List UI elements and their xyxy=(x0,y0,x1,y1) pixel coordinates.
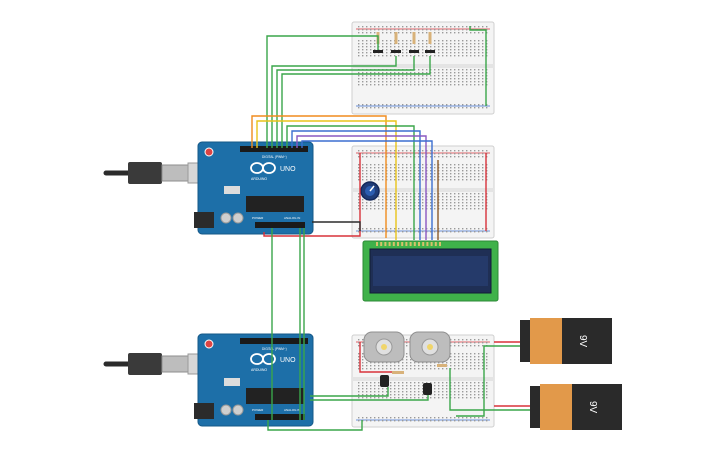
wires xyxy=(251,26,530,431)
wire-green-1 xyxy=(266,35,379,148)
wire-green-6 xyxy=(310,387,389,397)
wire-green-rail xyxy=(469,26,487,106)
wire-green-lcd xyxy=(286,125,415,240)
wire-green-5 xyxy=(267,420,363,431)
wire-green-batt-2 xyxy=(449,368,530,411)
lcd-16x2 xyxy=(362,240,499,302)
wire-green-2 xyxy=(271,56,397,148)
wire-green-4 xyxy=(281,56,431,148)
potentiometer[interactable] xyxy=(360,181,380,201)
arduino-uno-top: UNO ARDUINO DIGITAL (PWM~) POWER ANALOG … xyxy=(103,141,314,235)
wire-yellow xyxy=(256,120,397,240)
wire-green-7 xyxy=(310,395,429,401)
digital-text-bottom: DIGITAL (PWM~) xyxy=(262,347,287,351)
arduino-uno-bottom: UNO ARDUINO DIGITAL (PWM~) POWER ANALOG … xyxy=(103,333,314,427)
resistor-bottom xyxy=(392,364,447,374)
atmega-chip-top xyxy=(246,196,304,212)
uno-label-top: UNO xyxy=(280,166,296,173)
reset-button-bottom[interactable] xyxy=(204,339,214,349)
power-jack-bottom xyxy=(194,403,214,419)
battery-9v-bottom: 9V xyxy=(530,384,622,430)
analog-header-bottom xyxy=(255,414,305,420)
wire-blue xyxy=(291,130,421,240)
wire-red-1 xyxy=(263,153,361,237)
wire-red-rail-b xyxy=(359,342,392,373)
dc-motor-right xyxy=(409,331,451,363)
digital-text-top: DIGITAL (PWM~) xyxy=(262,155,287,159)
wire-blue-2 xyxy=(301,140,433,240)
arduino-text-top: ARDUINO xyxy=(251,177,267,181)
analog-text-top: ANALOG IN xyxy=(284,216,300,220)
transistor-left xyxy=(380,375,389,387)
transistor-right xyxy=(423,383,432,395)
digital-header-bottom xyxy=(240,338,308,344)
wire-green-batt-1 xyxy=(456,345,520,417)
arduino-logo-bottom xyxy=(250,353,276,365)
battery-label-bottom: 9V xyxy=(587,401,598,414)
reset-button-top[interactable] xyxy=(204,147,214,157)
wire-green-3 xyxy=(276,56,415,148)
analog-text-bottom: ANALOG IN xyxy=(284,408,300,412)
power-text-top: POWER xyxy=(252,216,264,220)
analog-header-top xyxy=(255,222,305,228)
wire-orange xyxy=(251,115,387,160)
uno-label-bottom: UNO xyxy=(280,357,296,364)
battery-9v-top: 9V xyxy=(520,318,612,364)
arduino-logo-top xyxy=(250,162,276,174)
wire-black-1 xyxy=(312,221,361,231)
breadboard-top xyxy=(351,21,495,115)
wire-purple xyxy=(296,135,427,240)
battery-label-top: 9V xyxy=(577,335,588,348)
power-text-bottom: POWER xyxy=(252,408,264,412)
digital-header-top xyxy=(240,146,308,152)
dc-motor-left xyxy=(363,331,405,363)
power-jack-top xyxy=(194,212,214,228)
atmega-chip-bottom xyxy=(246,388,304,404)
lcd-pins xyxy=(376,242,441,246)
arduino-text-bottom: ARDUINO xyxy=(251,368,267,372)
